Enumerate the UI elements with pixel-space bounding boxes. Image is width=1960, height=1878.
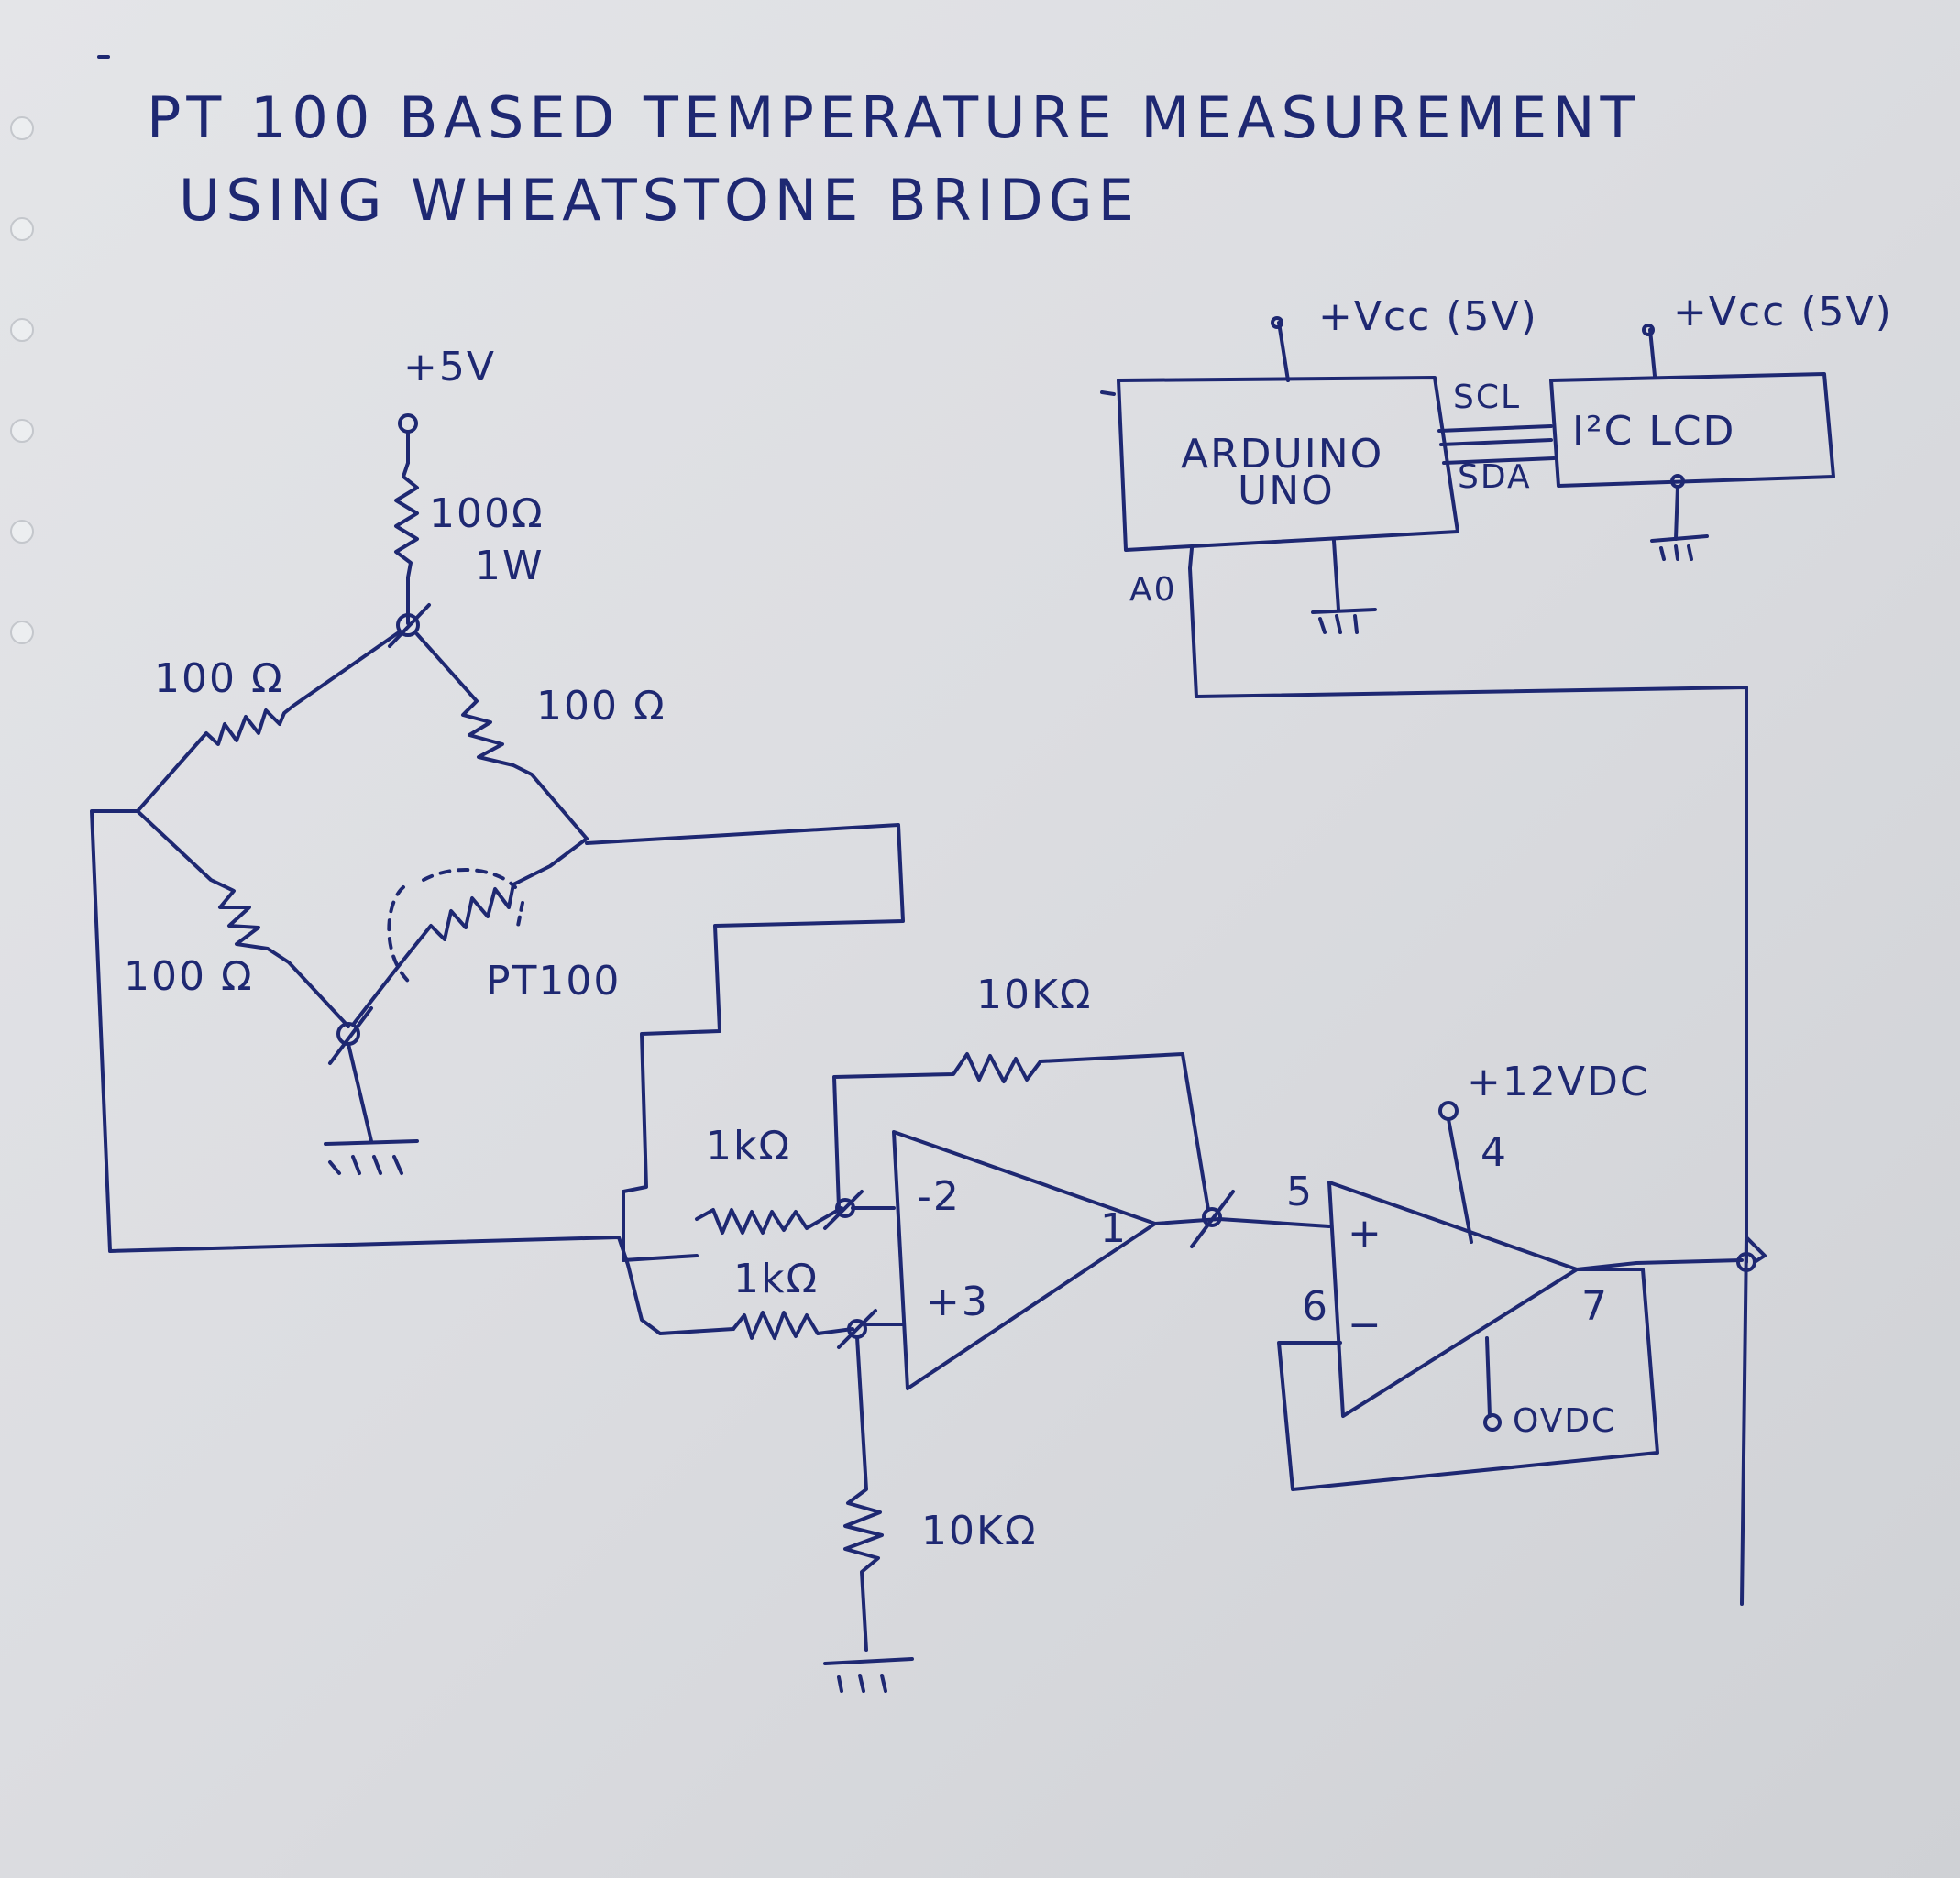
buffer-opamp: +12VDC 4 5 6 + − 7 OVDC	[1277, 1059, 1659, 1491]
input-resistor-top-value: 1kΩ	[706, 1123, 791, 1170]
buffer-ground-label: OVDC	[1513, 1402, 1616, 1440]
lcd-name: I²C LCD	[1572, 408, 1735, 455]
buffer-minus-sign: −	[1348, 1301, 1383, 1348]
top-resistor-power: 1W	[475, 543, 545, 589]
arduino-name-line-2: UNO	[1238, 467, 1335, 514]
arduino-a0-label: A0	[1129, 571, 1177, 609]
bridge-bottom-node	[324, 1006, 419, 1175]
feedback-resistor: 10KΩ	[832, 972, 1210, 1212]
pt100-label: PT100	[486, 958, 621, 1005]
input-resistor-bottom-value: 1kΩ	[733, 1256, 819, 1302]
buffer-pin-4: 4	[1481, 1129, 1508, 1176]
punch-holes	[10, 116, 34, 644]
bridge-resistor-lower-left: 100 Ω	[124, 809, 350, 1028]
buffer-pin-7: 7	[1581, 1283, 1609, 1330]
title-line-1: PT 100 BASED TEMPERATURE MEASUREMENT	[147, 84, 1640, 151]
scl-label: SCL	[1453, 379, 1521, 416]
lcd-vcc-label: +Vcc (5V)	[1673, 289, 1893, 335]
top-resistor-value: 100Ω	[429, 490, 545, 537]
buffer-supply-label: +12VDC	[1467, 1059, 1650, 1105]
bridge-right-wire	[585, 823, 905, 1262]
diff-amp-out-pin: 1	[1100, 1205, 1128, 1252]
output-wire	[1188, 566, 1767, 1606]
diff-amp-opamp: -2 +3 1	[851, 1130, 1331, 1390]
input-resistor-top: 1kΩ	[695, 1123, 864, 1235]
sda-label: SDA	[1458, 458, 1532, 496]
title-line-2: USING WHEATSTONE BRIDGE	[179, 167, 1140, 234]
top-resistor: 100Ω 1W	[394, 461, 545, 625]
ground-resistor-value: 10KΩ	[921, 1508, 1037, 1554]
buffer-plus-sign: +	[1348, 1210, 1383, 1257]
diff-amp-noninv-pin: +3	[926, 1279, 989, 1325]
ground-resistor: 10KΩ	[823, 1335, 1037, 1693]
buffer-pin-6: 6	[1302, 1283, 1329, 1330]
arduino-name-line-1: ARDUINO	[1181, 431, 1383, 478]
i2c-bus: SCL SDA	[1437, 379, 1556, 496]
buffer-pin-5: 5	[1286, 1169, 1314, 1215]
bridge-resistor-upper-right: 100 Ω	[415, 632, 666, 840]
i2c-lcd: I²C LCD +Vcc (5V)	[1549, 289, 1893, 561]
feedback-resistor-value: 10KΩ	[976, 972, 1092, 1018]
lower-left-value: 100 Ω	[124, 953, 254, 1000]
arduino-vcc-label: +Vcc (5V)	[1318, 293, 1538, 340]
pt100-sensor: PT100	[351, 837, 621, 1027]
input-resistor-bottom: 1kΩ	[732, 1256, 877, 1349]
bridge-left-wire	[90, 809, 735, 1335]
supply-5v-label: +5V	[403, 344, 496, 390]
bridge-top-node	[388, 603, 431, 648]
bridge-resistor-upper-left: 100 Ω	[136, 631, 401, 813]
supply-terminal: +5V	[398, 344, 496, 465]
upper-left-value: 100 Ω	[154, 655, 284, 702]
arduino-uno: ARDUINO UNO +Vcc (5V) A0	[1100, 293, 1538, 634]
title: PT 100 BASED TEMPERATURE MEASUREMENT USI…	[97, 55, 1640, 234]
diff-amp-inv-pin: -2	[917, 1173, 961, 1220]
upper-right-value: 100 Ω	[536, 683, 666, 730]
